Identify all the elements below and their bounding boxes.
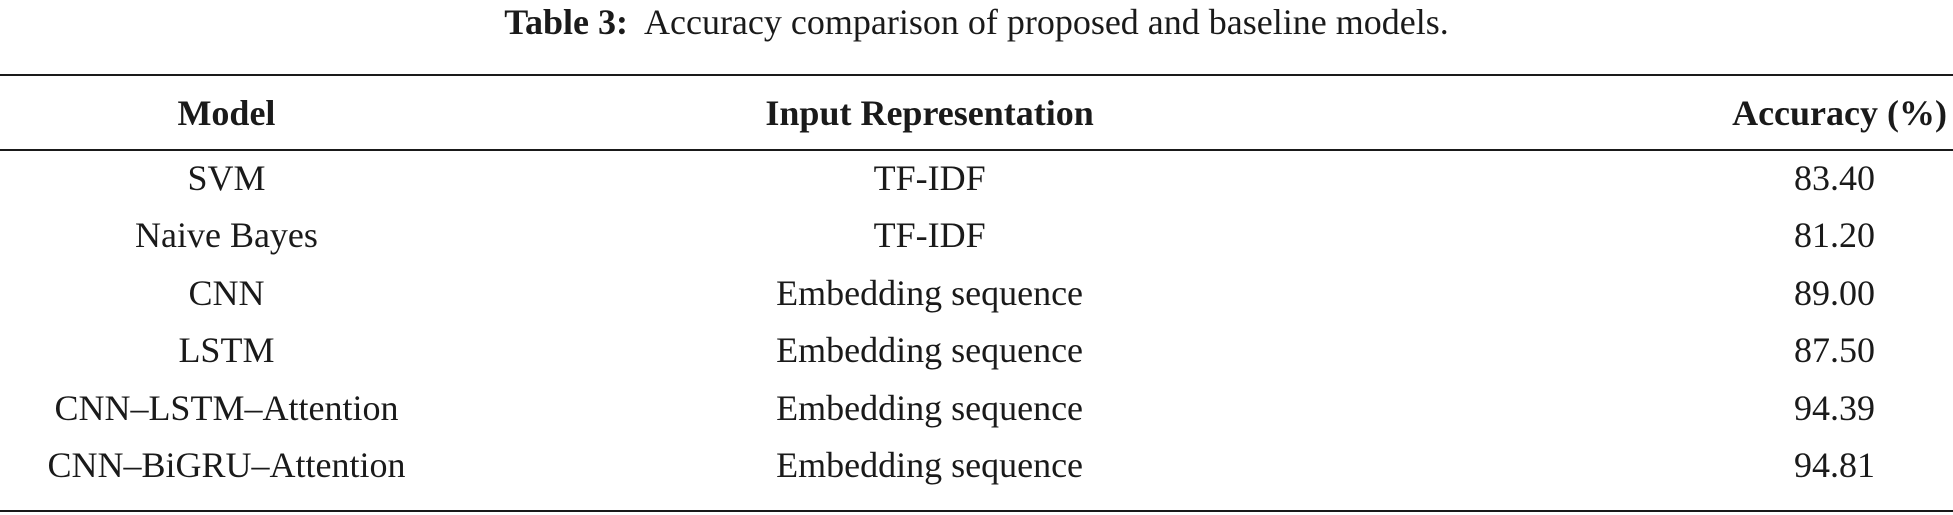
table-row: SVM TF-IDF 83.40 xyxy=(0,149,1953,207)
header-input-representation: Input Representation xyxy=(765,92,1094,133)
results-table: Model Input Representation Accuracy (%) … xyxy=(0,76,1953,494)
cell-input: Embedding sequence xyxy=(776,445,1084,486)
cell-input: TF-IDF xyxy=(873,157,986,198)
table-caption-label: Table 3: xyxy=(504,2,628,42)
table-row: CNN Embedding sequence 89.00 xyxy=(0,264,1953,322)
cell-accuracy: 87.50 xyxy=(1794,330,1875,371)
cell-accuracy: 94.39 xyxy=(1794,387,1875,428)
cell-input: Embedding sequence xyxy=(776,387,1084,428)
cell-input: Embedding sequence xyxy=(776,330,1084,371)
table-row: CNN–LSTM–Attention Embedding sequence 94… xyxy=(0,379,1953,437)
table-caption: Table 3: Accuracy comparison of proposed… xyxy=(0,0,1953,44)
cell-accuracy: 83.40 xyxy=(1794,157,1875,198)
table-header-row: Model Input Representation Accuracy (%) xyxy=(0,76,1953,149)
cell-model: CNN–BiGRU–Attention xyxy=(47,445,406,486)
header-model: Model xyxy=(177,92,276,133)
cell-input: TF-IDF xyxy=(873,215,986,256)
table-row: LSTM Embedding sequence 87.50 xyxy=(0,322,1953,380)
table-caption-text: Accuracy comparison of proposed and base… xyxy=(643,2,1449,42)
cell-input: Embedding sequence xyxy=(776,272,1084,313)
cell-model: SVM xyxy=(187,157,266,198)
table-top-rule xyxy=(0,74,1953,76)
cell-model: Naive Bayes xyxy=(134,215,318,256)
cell-model: CNN xyxy=(188,272,265,313)
cell-accuracy: 81.20 xyxy=(1794,215,1875,256)
table-header-rule xyxy=(0,149,1953,151)
table-body: SVM TF-IDF 83.40 Naive Bayes TF-IDF 81.2… xyxy=(0,149,1953,494)
table-bottom-rule xyxy=(0,510,1953,512)
header-accuracy: Accuracy (%) xyxy=(1732,92,1947,133)
cell-accuracy: 94.81 xyxy=(1794,445,1875,486)
cell-model: CNN–LSTM–Attention xyxy=(54,387,399,428)
cell-model: LSTM xyxy=(178,330,275,371)
cell-accuracy: 89.00 xyxy=(1794,272,1875,313)
table-row: Naive Bayes TF-IDF 81.20 xyxy=(0,207,1953,265)
table-row: CNN–BiGRU–Attention Embedding sequence 9… xyxy=(0,437,1953,495)
